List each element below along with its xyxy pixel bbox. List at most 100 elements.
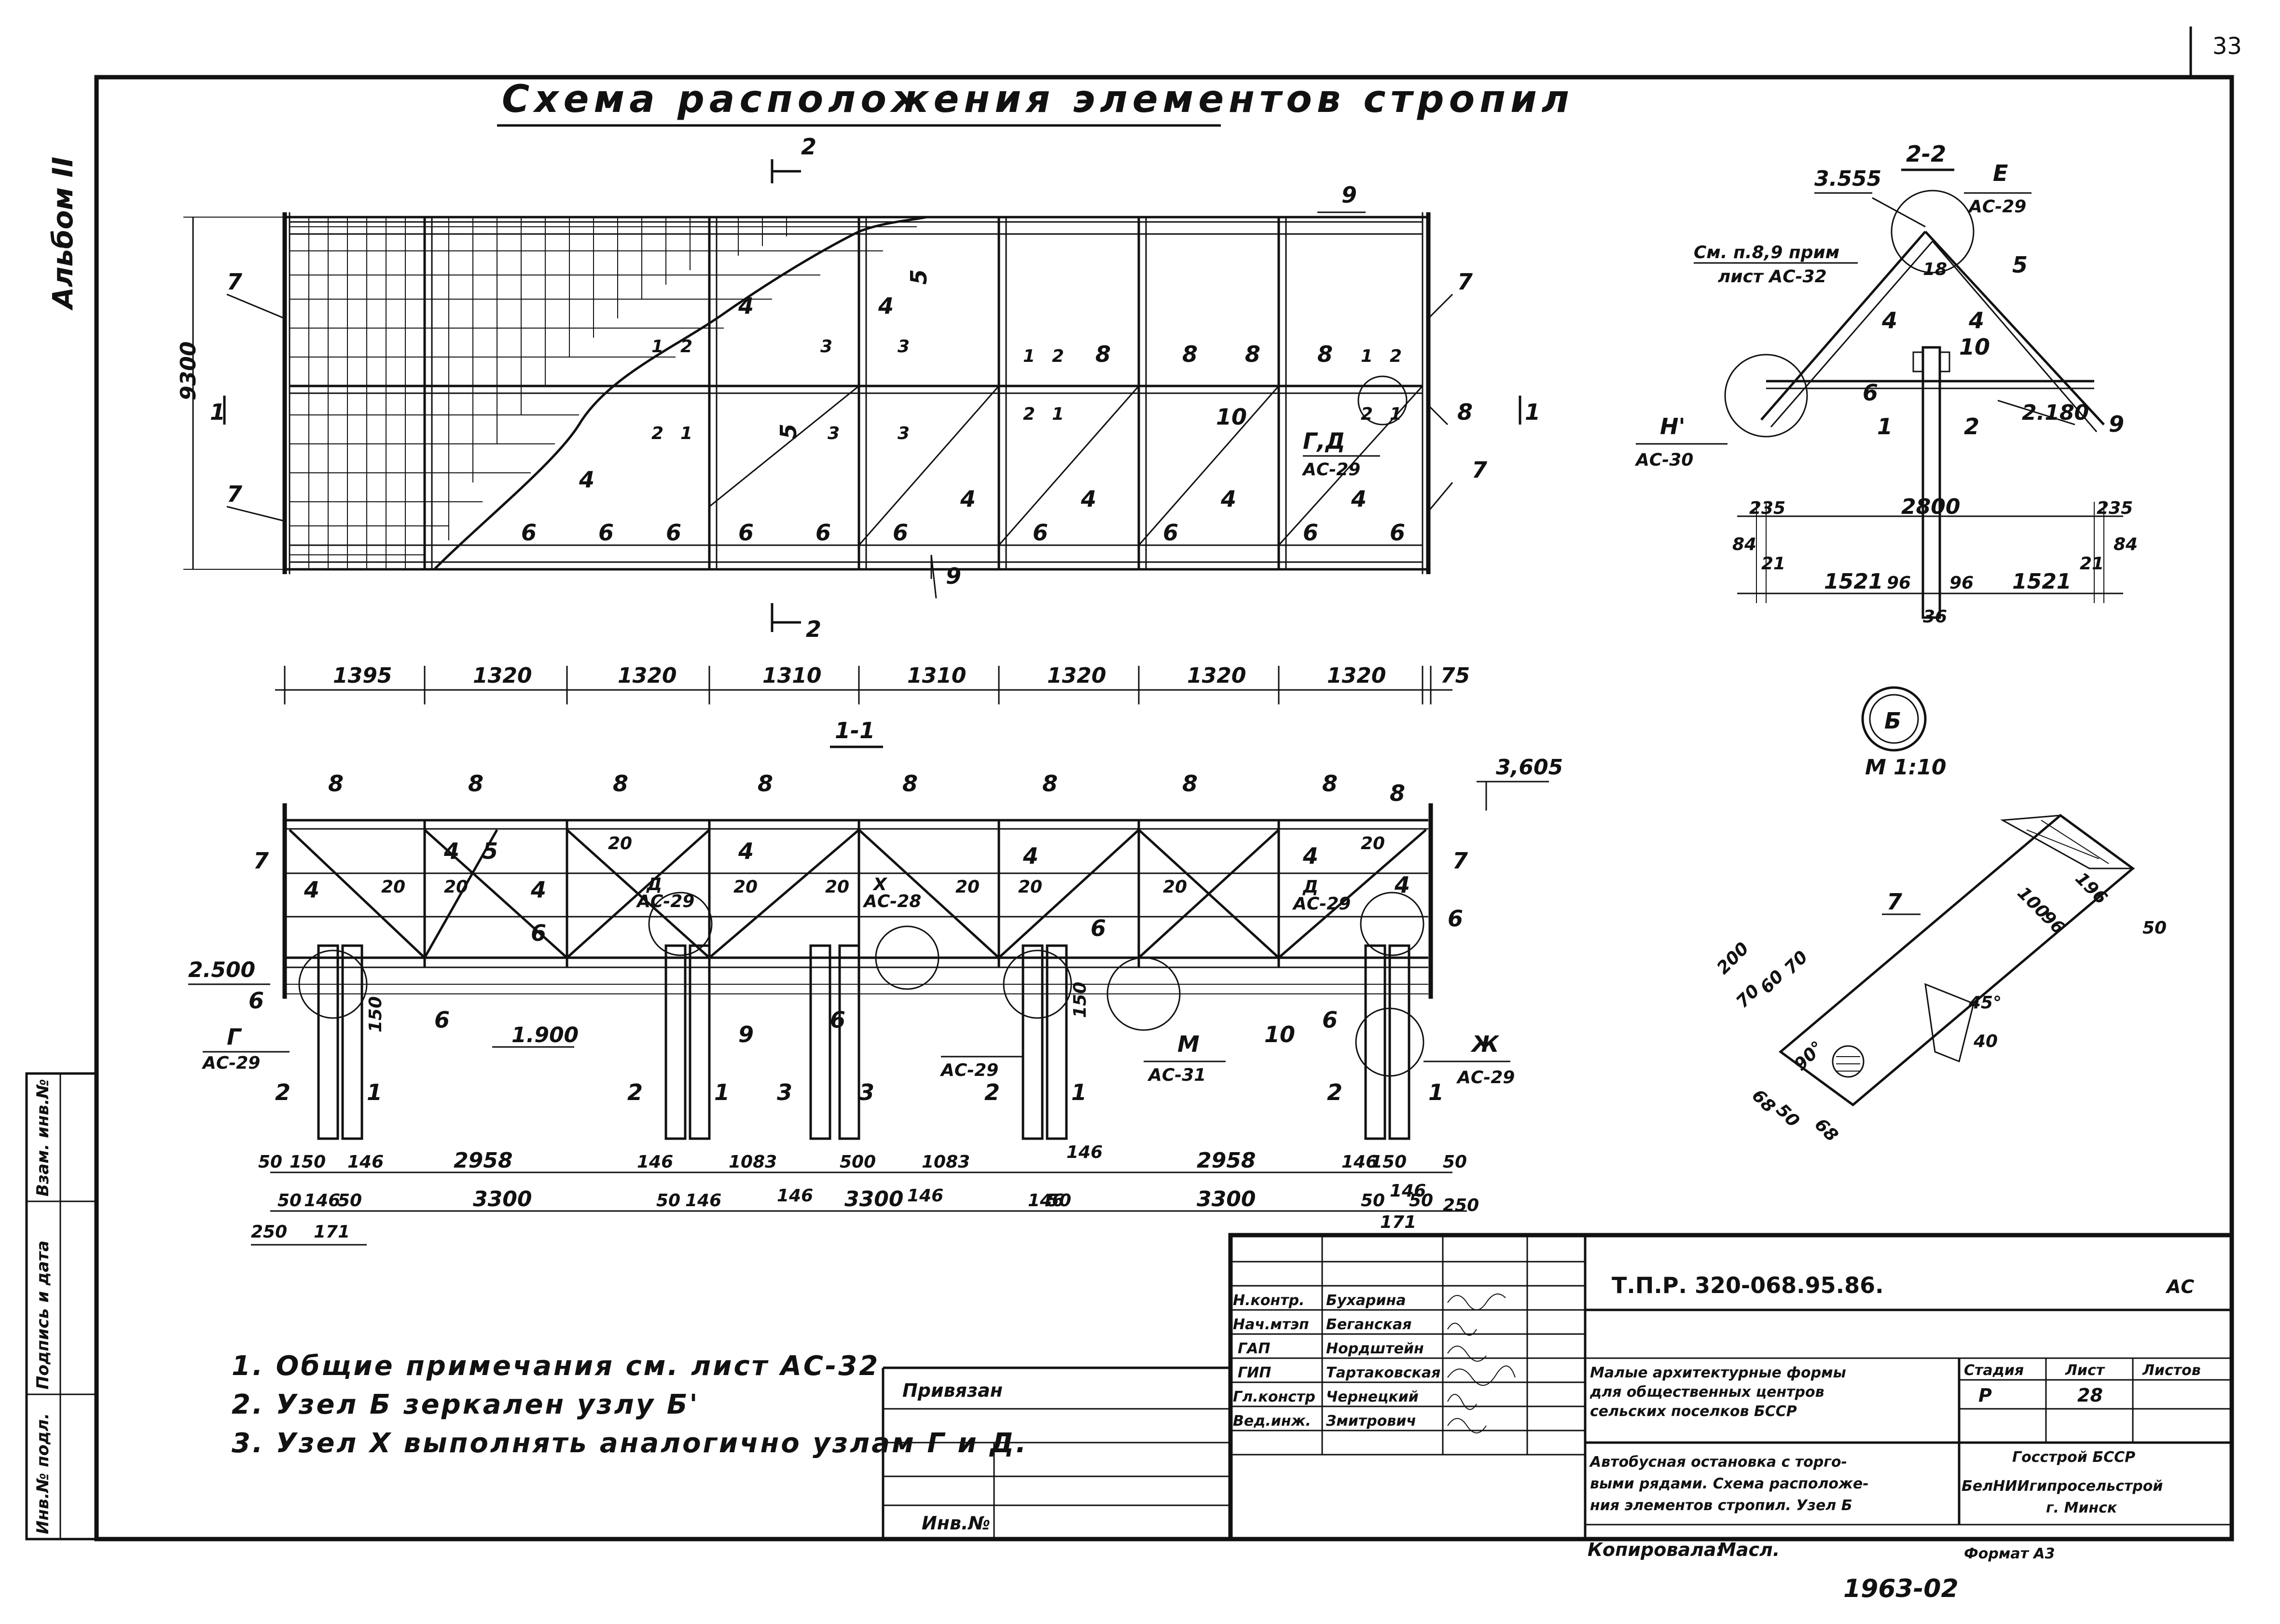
svg-text:171: 171 xyxy=(1380,1212,1416,1232)
tb-desc-2: выми рядами. Схема расположе- xyxy=(1590,1475,1869,1492)
plan-pos-10: 10 xyxy=(1216,404,1247,430)
node-e-ref: АС-29 xyxy=(1967,197,2026,217)
svg-text:6: 6 xyxy=(738,520,754,546)
tb-project-3: сельских поселков БССР xyxy=(1590,1403,1797,1420)
elev-3555: 3.555 xyxy=(1814,166,1881,191)
s22-pos-2: 2 xyxy=(1964,413,1979,440)
s22-pos-4-b: 4 xyxy=(1968,307,1984,333)
svg-text:20: 20 xyxy=(1361,834,1385,853)
svg-text:75: 75 xyxy=(1440,663,1470,688)
svg-text:2: 2 xyxy=(275,1079,290,1105)
node-zh: Ж xyxy=(1470,1031,1500,1057)
tb-project-2: для общественных центров xyxy=(1589,1384,1824,1401)
svg-text:21: 21 xyxy=(1761,554,1785,574)
svg-text:146: 146 xyxy=(1390,1181,1426,1201)
svg-text:Н.контр.: Н.контр. xyxy=(1233,1292,1304,1309)
tb-signatures xyxy=(1447,1294,1516,1433)
svg-text:3: 3 xyxy=(898,337,910,357)
svg-text:8: 8 xyxy=(1042,771,1058,797)
svg-text:1: 1 xyxy=(651,337,663,357)
svg-text:3: 3 xyxy=(777,1079,792,1105)
svg-text:70: 70 xyxy=(1781,947,1811,978)
section-2-2: 2-2 3.555 См. п.8,9 прим лист АС-32 Е АС… xyxy=(1634,141,2138,627)
svg-text:4: 4 xyxy=(1023,843,1038,869)
plan-node-gd: Г,Д xyxy=(1303,428,1345,454)
plan-view: 7 7 7 7 9 9 8 5 5 4 4 4 4 4 4 4 8 8 8 8 … xyxy=(176,134,1540,704)
tb-stage-h: Стадия xyxy=(1964,1362,2024,1379)
svg-text:3300: 3300 xyxy=(473,1187,532,1211)
tb-copier: Масл. xyxy=(1718,1539,1780,1560)
tb-format: Формат А3 xyxy=(1964,1545,2055,1562)
svg-text:146: 146 xyxy=(637,1152,673,1172)
svg-text:7: 7 xyxy=(253,848,269,874)
svg-text:8: 8 xyxy=(328,771,344,797)
plan-pos-7-c: 7 xyxy=(1457,269,1473,295)
cut-1-left-digit: 1 xyxy=(210,399,225,425)
s22-pos-4-a: 4 xyxy=(1881,307,1897,333)
detail-b-scale: М 1:10 xyxy=(1865,755,1947,780)
plan-pos-7-b: 7 xyxy=(227,481,242,507)
plan-pos-8-d: 8 xyxy=(1317,341,1333,367)
svg-text:2: 2 xyxy=(1023,404,1035,424)
plan-pos-4-a: 4 xyxy=(738,293,754,319)
dim-150-a: 150 xyxy=(366,996,386,1032)
section-1-1-label: 1-1 xyxy=(835,717,875,743)
tb-desc-1: Автобусная остановка с торго- xyxy=(1589,1454,1847,1471)
svg-text:1320: 1320 xyxy=(1327,663,1386,688)
tb-privyazan: Привязан xyxy=(902,1380,1003,1401)
svg-text:6: 6 xyxy=(666,520,681,546)
svg-text:6: 6 xyxy=(249,988,264,1014)
detail-b-label: Б xyxy=(1884,708,1901,734)
svg-text:2: 2 xyxy=(651,424,663,443)
plan-pos-4-c: 4 xyxy=(579,467,594,493)
plan-pos-4-b: 4 xyxy=(878,293,894,319)
svg-text:Беганская: Беганская xyxy=(1326,1316,1412,1333)
section-2-2-note-2: лист АС-32 xyxy=(1718,267,1827,287)
svg-text:1083: 1083 xyxy=(729,1152,777,1172)
svg-text:6: 6 xyxy=(1322,1007,1338,1033)
svg-text:5: 5 xyxy=(483,838,498,864)
svg-text:8: 8 xyxy=(1322,771,1338,797)
svg-text:6: 6 xyxy=(1033,520,1048,546)
svg-text:50: 50 xyxy=(2142,918,2167,938)
elev-3605: 3,605 xyxy=(1496,755,1563,780)
svg-text:6: 6 xyxy=(434,1007,450,1033)
svg-text:50: 50 xyxy=(1361,1191,1385,1211)
section-1-1-pos-20-row: 20 20 20 20 20 20 20 20 20 xyxy=(381,834,1385,897)
svg-text:8: 8 xyxy=(758,771,773,797)
svg-text:20: 20 xyxy=(444,877,468,897)
svg-text:20: 20 xyxy=(733,877,758,897)
svg-text:2: 2 xyxy=(680,337,692,357)
svg-text:1: 1 xyxy=(1052,404,1064,424)
svg-text:Гл.констр: Гл.констр xyxy=(1233,1389,1315,1405)
svg-text:6: 6 xyxy=(1390,520,1405,546)
side-stamp-inv: Инв.№ подл. xyxy=(33,1413,53,1534)
section-1-1-columns xyxy=(317,944,1410,1140)
svg-text:1310: 1310 xyxy=(762,663,821,688)
svg-text:ГИП: ГИП xyxy=(1238,1364,1271,1381)
note-2: 2. Узел Б зеркален узлу Б' xyxy=(232,1389,700,1420)
plan-pos-8-end: 8 xyxy=(1457,399,1473,425)
node-d-2-ref: АС-29 xyxy=(1292,894,1351,914)
sheet-frame: 33 xyxy=(94,27,2242,1541)
elev-1900: 1.900 xyxy=(511,1023,579,1047)
cut-2-bottom-digit: 2 xyxy=(806,616,821,642)
section-1-1-pos-labels: 7 7 4 4 4 4 4 4 4 5 6 6 6 6 6 6 6 9 10 xyxy=(249,838,1468,1047)
svg-text:1395: 1395 xyxy=(333,663,392,688)
s22-pos-9: 9 xyxy=(2109,411,2124,437)
svg-text:8: 8 xyxy=(902,771,918,797)
plan-bottom-dims: 1395 1320 1320 1310 1310 1320 1320 1320 … xyxy=(333,663,1470,688)
svg-text:146: 146 xyxy=(907,1186,943,1206)
svg-text:6: 6 xyxy=(531,920,546,946)
svg-text:21: 21 xyxy=(2080,554,2104,574)
svg-text:2: 2 xyxy=(627,1079,643,1105)
section-2-2-label: 2-2 xyxy=(1906,141,1946,167)
tb-copied: Копировала: xyxy=(1588,1539,1724,1560)
svg-text:6: 6 xyxy=(598,520,614,546)
section-1-1-dims-row3: 250 171 171 xyxy=(251,1212,1416,1242)
svg-text:Чернецкий: Чернецкий xyxy=(1326,1389,1419,1405)
svg-text:4: 4 xyxy=(304,877,319,903)
svg-text:6: 6 xyxy=(1448,906,1463,932)
plan-pos-9-bottom: 9 xyxy=(946,563,961,589)
